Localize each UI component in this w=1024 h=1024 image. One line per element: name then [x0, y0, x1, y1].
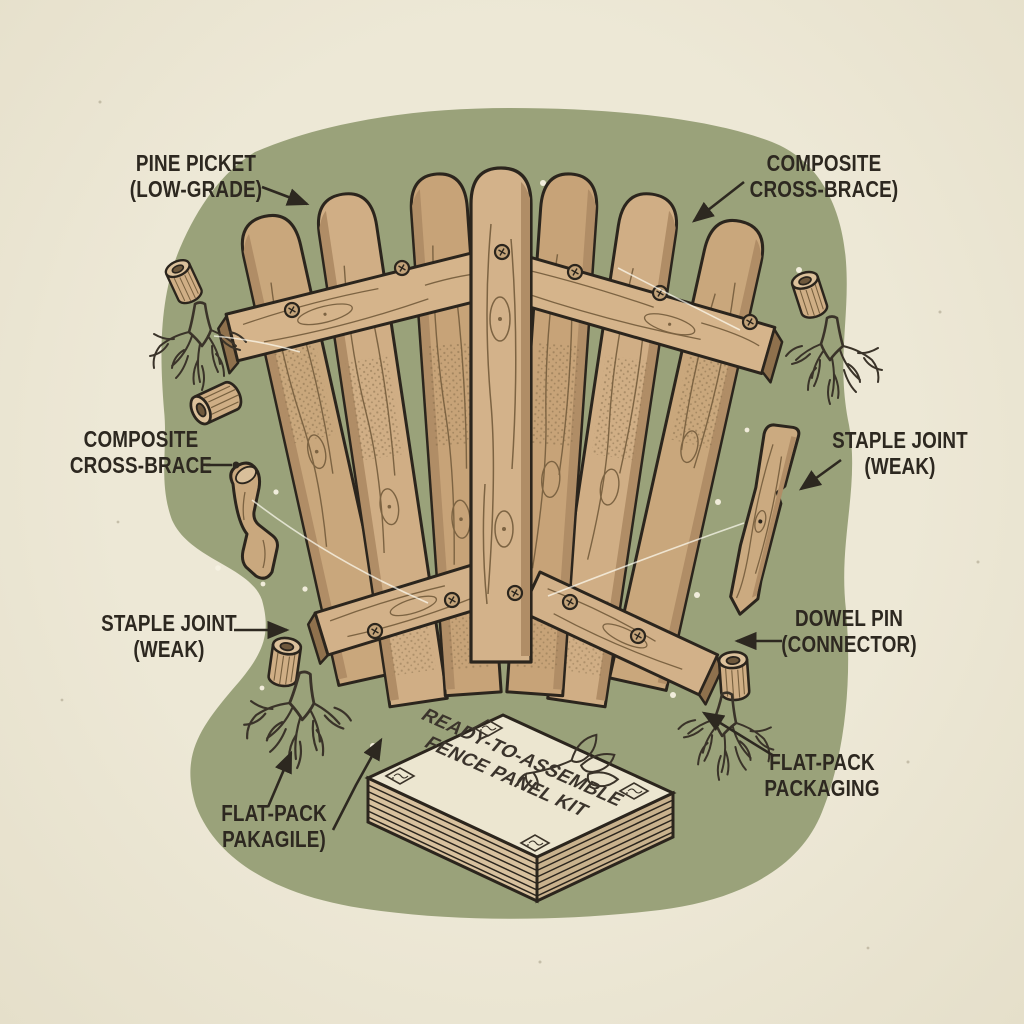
label-staple-joint-right: STAPLE JOINT (WEAK) — [818, 427, 982, 479]
label-flat-pack-left: FLAT-PACK PAKAGILE) — [192, 800, 356, 852]
leader-arrows — [206, 180, 842, 831]
arrow-icon — [331, 737, 383, 831]
paper-specks — [60, 100, 980, 964]
arrow-icon — [266, 750, 293, 808]
arrow-icon — [691, 180, 745, 223]
label-dowel-pin: DOWEL PIN (CONNECTOR) — [767, 605, 931, 657]
label-staple-joint-left: STAPLE JOINT (WEAK) — [87, 610, 251, 662]
label-line: DOWEL PIN — [794, 605, 904, 631]
label-line: COMPOSITE — [83, 426, 199, 452]
picket-center — [469, 166, 533, 664]
label-line: PAKAGILE) — [222, 825, 326, 852]
label-line: FLAT-PACK — [769, 749, 875, 775]
label-line: COMPOSITE — [766, 150, 882, 176]
label-line: FLAT-PACK — [221, 800, 327, 826]
label-line: (CONNECTOR) — [781, 630, 917, 657]
label-composite-cross-brace-left: COMPOSITE CROSS-BRACE — [59, 426, 223, 478]
label-line: STAPLE JOINT — [832, 427, 968, 453]
label-line: PINE PICKET — [135, 150, 257, 176]
scratch-lines — [213, 267, 745, 604]
label-composite-cross-brace-top: COMPOSITE CROSS-BRACE) — [742, 150, 906, 202]
label-line: (LOW-GRADE) — [129, 175, 263, 202]
label-line: STAPLE JOINT — [101, 610, 237, 636]
label-line: CROSS-BRACE) — [749, 175, 899, 202]
label-line: PACKAGING — [764, 774, 880, 801]
arrow-icon — [798, 458, 842, 491]
arrow-icon — [261, 185, 310, 206]
label-line: (WEAK) — [133, 635, 205, 662]
bracket-piece — [229, 461, 279, 580]
label-flat-pack-right: FLAT-PACK PACKAGING — [740, 749, 904, 801]
arrow-icon — [701, 711, 775, 758]
fence-panel — [217, 166, 784, 709]
stake-plank — [729, 423, 801, 616]
label-line: CROSS-BRACE — [69, 451, 213, 478]
flat-pack-box — [364, 713, 677, 904]
label-line: (WEAK) — [864, 452, 936, 479]
leaf-sprig-icon — [516, 733, 620, 790]
label-pine-picket: PINE PICKET (LOW-GRADE) — [114, 150, 278, 202]
